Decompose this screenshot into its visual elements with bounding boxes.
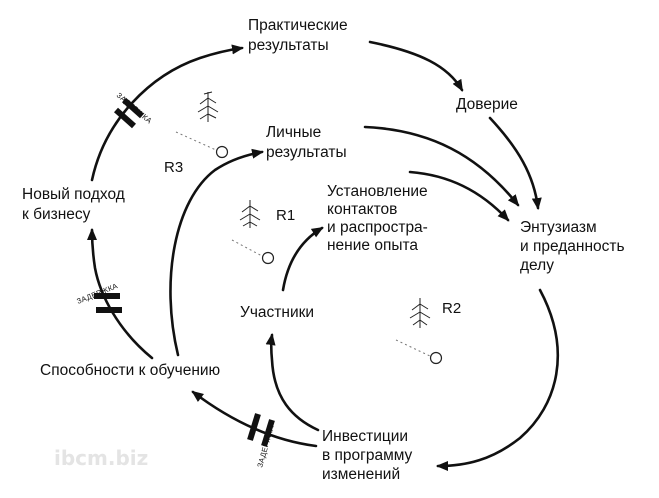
arrow-personal-to-enthusiasm xyxy=(363,125,520,207)
arrow-investment-to-participants xyxy=(265,333,320,432)
loop-label-r2: R2 xyxy=(442,300,461,317)
arrow-networking-to-enthusiasm xyxy=(408,170,510,222)
delay-mark-top: ЗАДЕРЖКА xyxy=(114,91,154,129)
node-new-approach: Новый подход к бизнесу xyxy=(22,186,129,223)
node-personal-results: Личные результаты xyxy=(266,124,347,161)
arrow-enthusiasm-to-investment xyxy=(436,288,559,471)
loop-icon-r2 xyxy=(395,298,443,365)
loop-icon-r1 xyxy=(231,200,275,265)
loop-label-r3: R3 xyxy=(164,159,183,176)
arrow-participants-to-networking xyxy=(281,226,324,292)
loop-icon-r3 xyxy=(175,91,229,159)
delay-label-top: ЗАДЕРЖКА xyxy=(115,91,154,126)
arrow-practical-to-trust xyxy=(368,40,464,92)
node-enthusiasm: Энтузиазм и преданность делу xyxy=(520,219,629,274)
node-participants: Участники xyxy=(240,304,314,321)
node-practical-results: Практические результаты xyxy=(248,17,352,54)
node-learning-capacity: Способности к обучению xyxy=(40,362,220,379)
arrow-new-approach-to-practical xyxy=(90,44,244,182)
delay-mark-bottom: ЗАДЕРЖКА xyxy=(247,413,276,469)
loop-label-r1: R1 xyxy=(276,207,295,224)
node-networking: Установление контактов и распростра- нен… xyxy=(327,183,432,254)
watermark: ibcm.biz xyxy=(54,446,148,470)
node-investment: Инвестиции в программу изменений xyxy=(322,428,417,483)
node-trust: Доверие xyxy=(456,96,518,113)
arrow-learning-to-new-approach xyxy=(87,228,154,360)
arrow-trust-to-enthusiasm xyxy=(488,116,542,210)
arrow-learning-to-personal xyxy=(169,148,264,357)
